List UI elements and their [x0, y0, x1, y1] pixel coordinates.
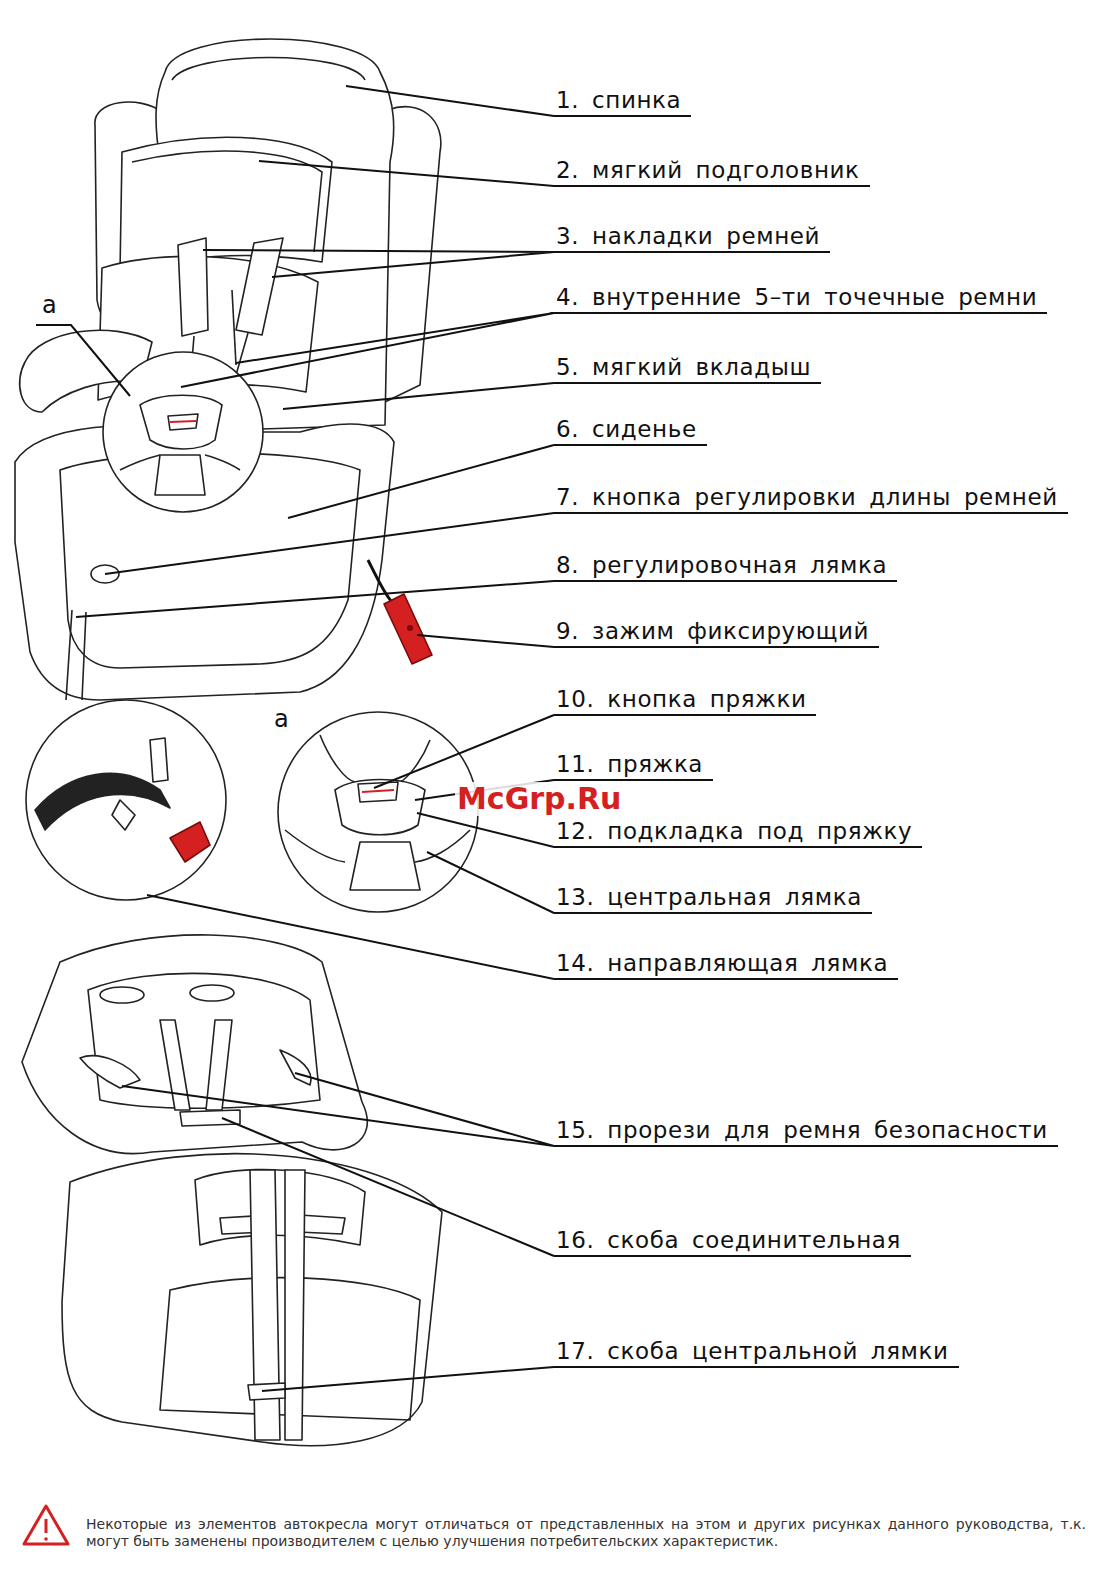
callout-label: 4. внутренние 5–ти точечные ремни	[554, 284, 1047, 314]
callout-label: 15. прорези для ремня безопасности	[554, 1117, 1058, 1147]
callout-label: 7. кнопка регулировки длины ремней	[554, 484, 1068, 514]
detail-letter: а	[40, 292, 59, 318]
watermark: McGrp.Ru	[455, 782, 623, 816]
callout-label: 6. сиденье	[554, 416, 707, 446]
warning-icon	[24, 1506, 68, 1544]
callout-label: 17. скоба центральной лямки	[554, 1338, 959, 1368]
callout-label: 8. регулировочная лямка	[554, 552, 897, 582]
callout-label: 10. кнопка пряжки	[554, 686, 816, 716]
detail-letter: а	[272, 706, 291, 732]
callout-label: 12. подкладка под пряжку	[554, 818, 922, 848]
callout-label: 2. мягкий подголовник	[554, 157, 870, 187]
callout-label: 1. спинка	[554, 87, 691, 117]
warning-note: Некоторые из элементов автокресла могут …	[86, 1516, 1086, 1550]
callout-label: 3. накладки ремней	[554, 223, 830, 253]
callout-label: 13. центральная лямка	[554, 884, 872, 914]
callout-label: 9. зажим фиксирующий	[554, 618, 879, 648]
callout-label: 5. мягкий вкладыш	[554, 354, 821, 384]
callout-label: 16. скоба соединительная	[554, 1227, 911, 1257]
callout-label: 11. пряжка	[554, 751, 713, 781]
callout-label: 14. направляющая лямка	[554, 950, 898, 980]
